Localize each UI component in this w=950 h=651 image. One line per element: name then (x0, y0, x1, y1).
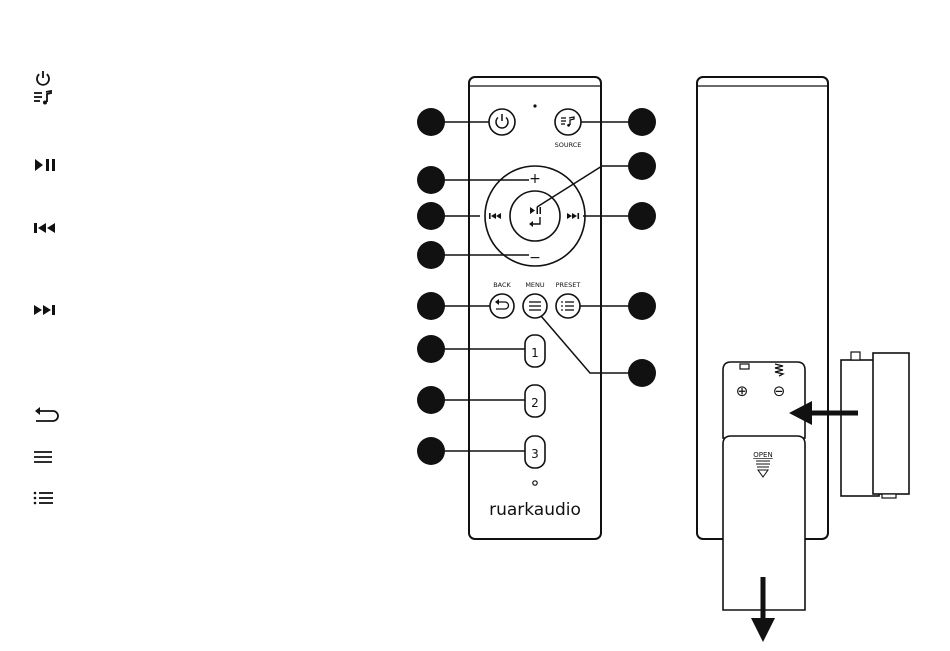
remote-front: SOURCE + − BACK (469, 77, 601, 539)
preset-2-label: 2 (531, 396, 539, 410)
callout-dot (628, 152, 656, 180)
preset-label: PRESET (556, 281, 581, 289)
callout-dot (417, 166, 445, 194)
volume-down-button[interactable]: − (529, 250, 541, 266)
preset-3-label: 3 (531, 447, 539, 461)
menu-label: MENU (525, 281, 545, 289)
battery-icon (841, 352, 909, 498)
battery-compartment (723, 362, 805, 438)
menu-button[interactable] (523, 294, 547, 318)
callout-dot (417, 202, 445, 230)
preset-1-label: 1 (531, 346, 539, 360)
callout-dot (628, 292, 656, 320)
source-button[interactable] (555, 109, 581, 135)
power-button[interactable] (489, 109, 515, 135)
callout-dot (417, 437, 445, 465)
callout-dot (628, 359, 656, 387)
battery-plus-symbol: ⊕ (736, 382, 749, 400)
callout-dot (417, 335, 445, 363)
battery-minus-symbol: ⊖ (773, 382, 786, 400)
volume-up-button[interactable]: + (529, 171, 541, 187)
callout-dot (417, 241, 445, 269)
open-label: OPEN (753, 451, 772, 459)
callout-dot (417, 292, 445, 320)
callout-dot (417, 386, 445, 414)
remote-back: ⊕ ⊖ OPEN (697, 77, 909, 642)
back-button[interactable] (490, 294, 514, 318)
back-label: BACK (493, 281, 511, 289)
callout-dot (417, 108, 445, 136)
ir-indicator (533, 104, 536, 107)
brand-logo: ruarkaudio (489, 500, 581, 520)
callout-dot (628, 108, 656, 136)
play-pause-enter-button[interactable] (510, 191, 560, 241)
preset-button[interactable] (556, 294, 580, 318)
source-label: SOURCE (555, 141, 582, 149)
callout-dot (628, 202, 656, 230)
